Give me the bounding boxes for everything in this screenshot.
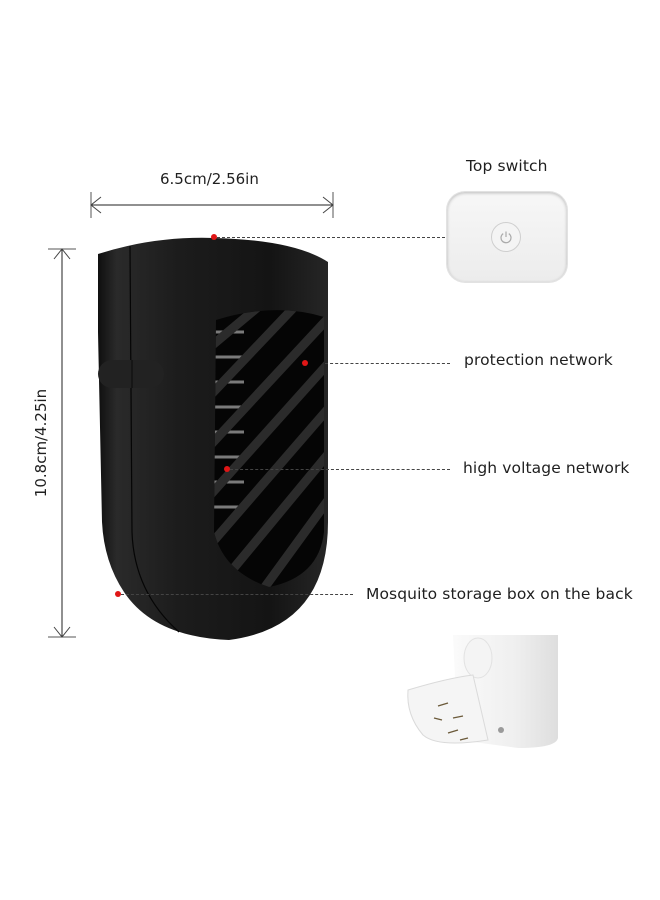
- power-icon: [500, 231, 512, 244]
- protection-network-label: protection network: [464, 351, 613, 369]
- high-voltage-network-leader-line: [230, 469, 450, 470]
- mosquito-storage-box-marker: [115, 591, 121, 597]
- height-dimension-label: 10.8cm/4.25in: [32, 388, 50, 498]
- top-switch-inset: [447, 192, 567, 282]
- high-voltage-network-marker: [224, 466, 230, 472]
- top-switch-label: Top switch: [466, 157, 548, 175]
- mosquito-killer-device: [98, 237, 328, 641]
- storage-box-inset: [407, 635, 558, 748]
- height-dimension-arrow: [48, 248, 76, 638]
- mosquito-storage-box-label: Mosquito storage box on the back: [366, 585, 633, 603]
- high-voltage-network-label: high voltage network: [463, 459, 630, 477]
- protection-network-leader-line: [325, 363, 450, 364]
- width-dimension-label: 6.5cm/2.56in: [160, 170, 259, 188]
- top-switch-leader-line: [217, 237, 450, 238]
- power-button[interactable]: [491, 222, 521, 252]
- width-dimension-arrow: [90, 192, 334, 218]
- top-switch-marker: [211, 234, 217, 240]
- protection-network-marker: [302, 360, 308, 366]
- mosquito-storage-box-leader-line: [121, 594, 353, 595]
